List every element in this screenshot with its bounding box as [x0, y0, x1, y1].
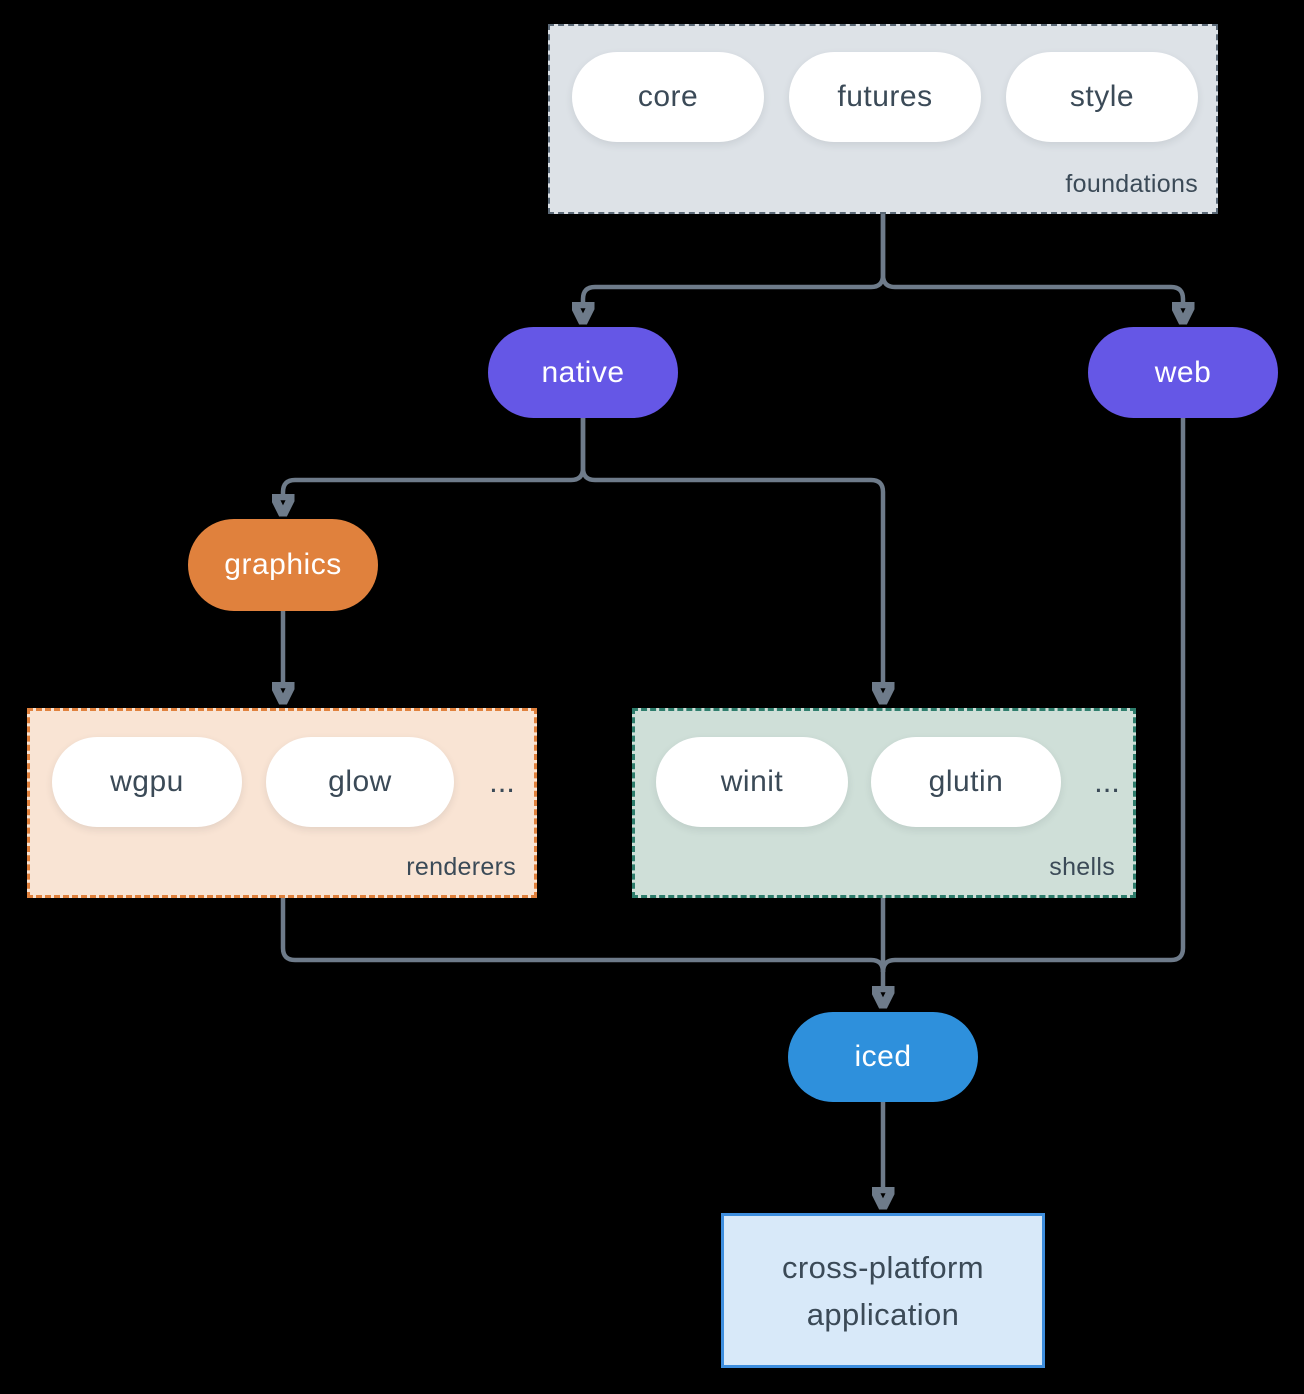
node-core: core	[572, 52, 764, 142]
edge-foundations-native	[583, 214, 886, 305]
node-winit: winit	[656, 737, 848, 827]
node-wgpu: wgpu	[52, 737, 242, 827]
edge-native-graphics	[283, 418, 586, 497]
node-glutin: glutin	[871, 737, 1061, 827]
renderers-group: wgpu glow ... renderers	[27, 708, 537, 898]
node-web: web	[1088, 327, 1278, 418]
shells-ellipsis: ...	[1094, 764, 1120, 799]
node-futures: futures	[789, 52, 981, 142]
shells-group: winit glutin ... shells	[632, 708, 1136, 898]
renderers-label: renderers	[406, 853, 516, 881]
edge-renderers-merge	[280, 898, 886, 973]
node-native: native	[488, 327, 678, 418]
application-label-line2: application	[806, 1296, 960, 1332]
shells-label: shells	[1049, 853, 1115, 881]
node-iced: iced	[788, 1012, 978, 1102]
node-graphics: graphics	[188, 519, 378, 611]
foundations-group: core futures style foundations	[548, 24, 1218, 214]
renderers-ellipsis: ...	[489, 764, 515, 799]
edge-native-shells	[580, 418, 883, 685]
foundations-label: foundations	[1065, 170, 1198, 198]
application-label-line1: cross-platform	[782, 1249, 984, 1285]
node-glow: glow	[266, 737, 454, 827]
edge-foundations-web	[880, 214, 1183, 305]
node-application: cross-platform application	[721, 1213, 1045, 1368]
node-style: style	[1006, 52, 1198, 142]
